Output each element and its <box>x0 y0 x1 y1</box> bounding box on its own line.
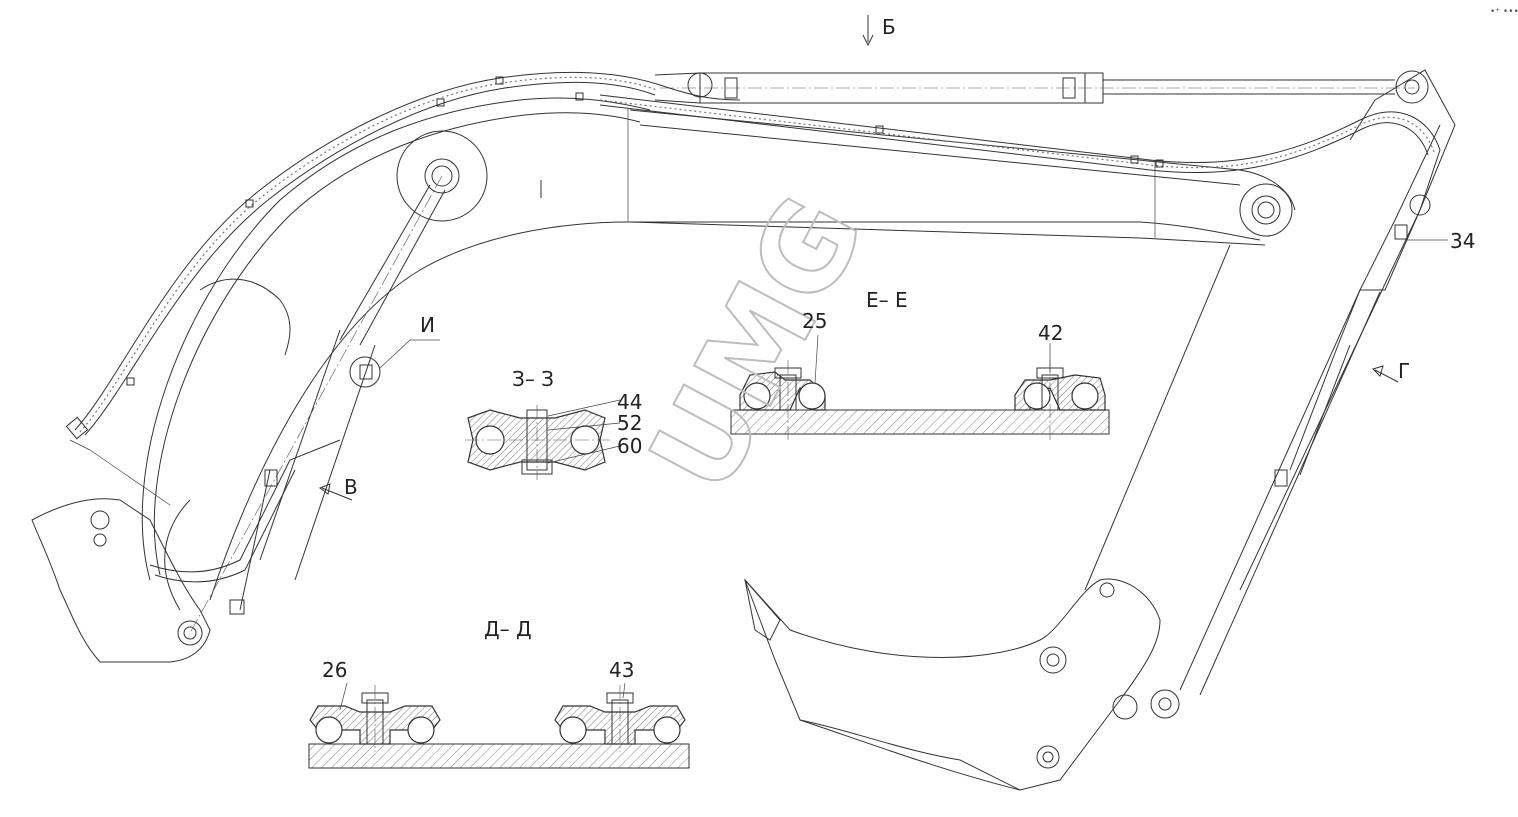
section-zz <box>465 405 610 480</box>
callout-43: 43 <box>609 658 634 682</box>
arm-cylinder <box>654 70 1429 104</box>
boom-cylinder <box>189 175 446 634</box>
hose-routing <box>65 71 1441 615</box>
leader-lines <box>318 15 1448 711</box>
callout-60: 60 <box>617 434 642 458</box>
callout-44: 44 <box>617 390 642 414</box>
view-label-b: Б <box>882 15 896 39</box>
callout-34: 34 <box>1450 229 1475 253</box>
corner-mark: •⁺ ••• <box>1490 7 1518 17</box>
section-dd <box>308 685 690 769</box>
watermark: UMG <box>622 174 891 515</box>
bucket <box>744 578 1180 791</box>
callout-26: 26 <box>322 658 347 682</box>
callout-52: 52 <box>617 411 642 435</box>
section-label-zz: З– З <box>512 367 554 391</box>
callout-25: 25 <box>802 309 827 333</box>
svg-text:UMG: UMG <box>623 175 890 514</box>
view-label-v: В <box>344 475 358 499</box>
section-label-dd: Д– Д <box>484 617 532 641</box>
callout-42: 42 <box>1038 321 1063 345</box>
section-label-ee: Е– Е <box>866 288 908 312</box>
stick <box>1084 69 1456 696</box>
section-ee <box>730 360 1110 440</box>
view-label-g: Г <box>1398 359 1410 383</box>
boom <box>31 97 1296 663</box>
view-label-i: И <box>420 313 435 337</box>
